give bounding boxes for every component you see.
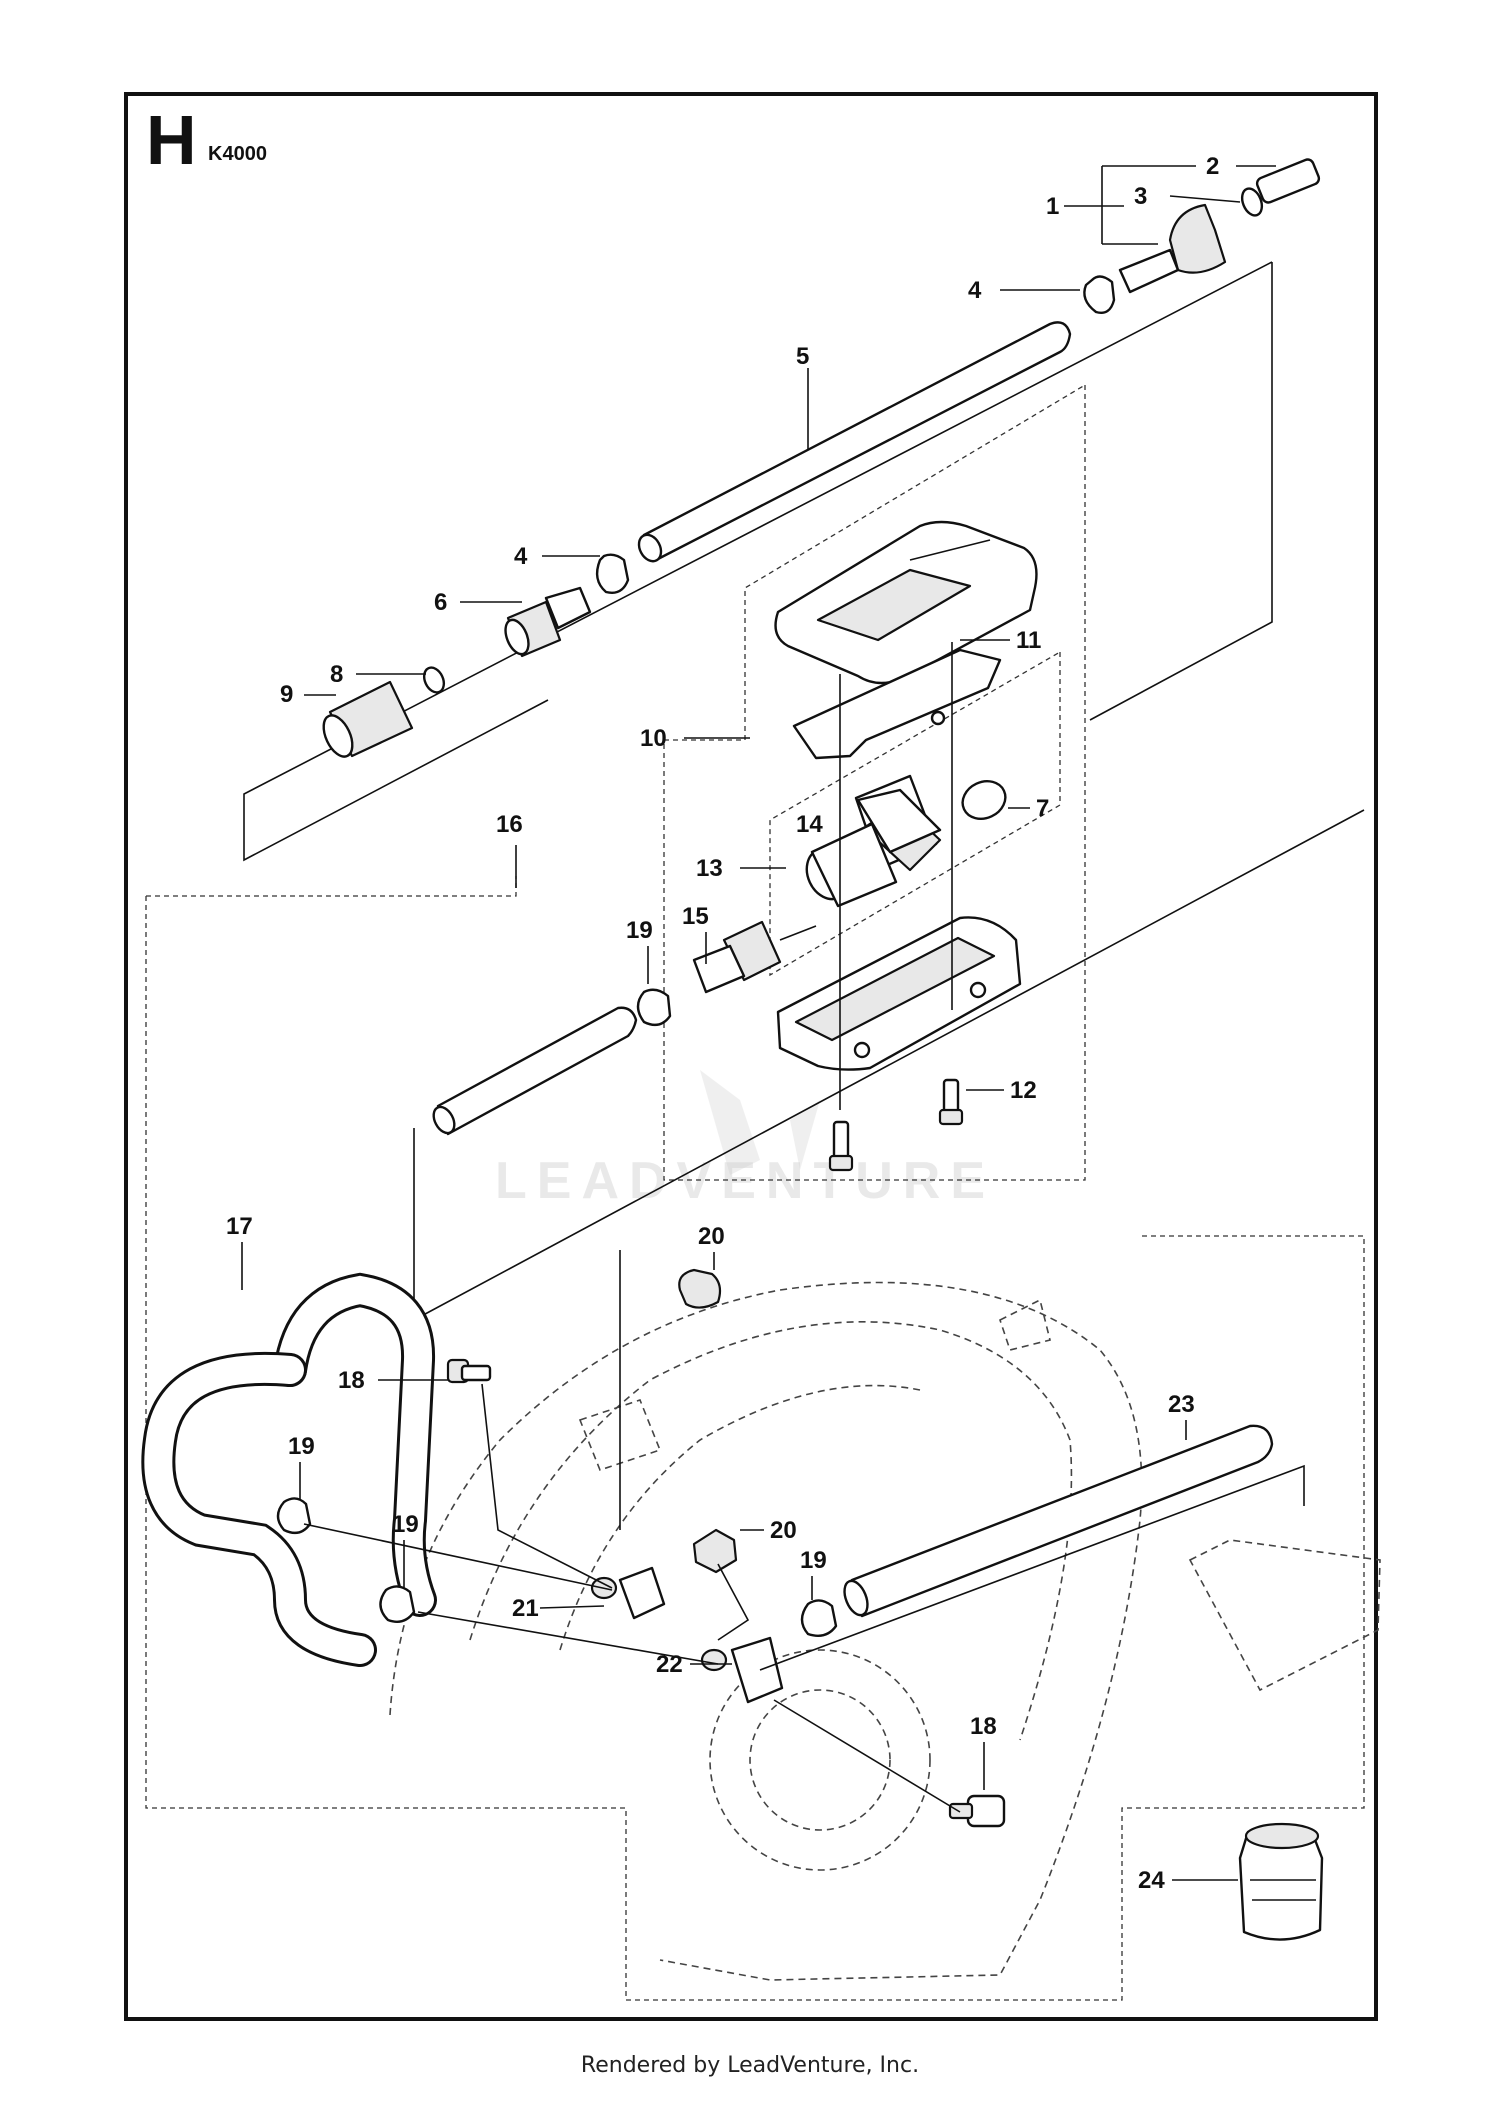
model-label: K4000 — [208, 143, 267, 165]
handle-group-outline — [663, 383, 1086, 1181]
tube-23-outline — [759, 1464, 1305, 1671]
water-valve-14 — [805, 774, 942, 908]
callout-19-c: 19 — [800, 1547, 827, 1574]
callout-20-top: 20 — [698, 1223, 725, 1250]
elbow-fitting-22 — [700, 1636, 784, 1704]
callout-1: 1 — [1046, 193, 1059, 220]
hose-group-outline-16 — [145, 876, 1365, 2001]
screw-12-b — [828, 1120, 854, 1172]
callout-5: 5 — [796, 343, 809, 370]
handle-tube-17 — [141, 1272, 437, 1667]
hose-clamp-top-4 — [1083, 275, 1116, 314]
callout-19-top: 19 — [626, 917, 653, 944]
hose-fitting-6 — [504, 586, 592, 658]
callout-13: 13 — [696, 855, 723, 882]
plug-20-top — [678, 1268, 722, 1309]
callout-12: 12 — [1010, 1077, 1037, 1104]
leader-3 — [1169, 195, 1241, 203]
hose-clamp-19-c — [800, 1599, 838, 1637]
tube-assembly-outline — [243, 261, 1273, 862]
hose-clamp-19-top — [636, 988, 672, 1027]
callout-15: 15 — [682, 903, 709, 930]
water-connector-24 — [1238, 1822, 1324, 1941]
callout-6: 6 — [434, 589, 447, 616]
callout-9: 9 — [280, 681, 293, 708]
screw-12 — [938, 1078, 964, 1126]
callout-19-a: 19 — [288, 1433, 315, 1460]
leader-21 — [539, 1605, 605, 1609]
callout-4: 4 — [968, 277, 982, 304]
lower-group-link-lines — [303, 1250, 961, 1813]
callout-1-bracket — [1064, 165, 1196, 245]
hose-clamp-19-a — [276, 1497, 312, 1535]
callout-21: 21 — [512, 1595, 539, 1622]
callout-2: 2 — [1206, 153, 1219, 180]
callout-3: 3 — [1134, 183, 1147, 210]
callout-10: 10 — [640, 725, 667, 752]
callout-16: 16 — [496, 811, 523, 838]
callout-14: 14 — [796, 811, 823, 838]
callout-11: 11 — [1016, 627, 1041, 654]
callout-4-b: 4 — [514, 543, 528, 570]
water-tube-5 — [637, 321, 1072, 563]
hose-segment-16 — [432, 1006, 638, 1136]
hose-clamp-19-b — [379, 1585, 416, 1623]
callout-20-mid: 20 — [770, 1517, 797, 1544]
handle-cover-bottom — [776, 916, 1022, 1071]
callout-19-b: 19 — [392, 1511, 419, 1538]
washer-8 — [422, 666, 446, 694]
section-letter: H — [146, 101, 197, 179]
callout-7: 7 — [1036, 795, 1049, 822]
water-connector-assembly — [1118, 158, 1321, 294]
callout-18-bottom: 18 — [970, 1713, 997, 1740]
coupling-nut-9 — [322, 680, 414, 758]
hose-clamp-left-4 — [595, 553, 630, 594]
watermark-logo-icon — [700, 1070, 820, 1175]
callout-24: 24 — [1138, 1867, 1165, 1894]
o-ring-7 — [961, 780, 1007, 820]
plug-20-mid — [692, 1528, 738, 1574]
screw-18-bottom — [948, 1794, 1006, 1828]
screw-18-top — [446, 1358, 492, 1384]
diagram-frame — [124, 92, 1378, 2021]
nipple-fitting-15 — [692, 920, 817, 994]
callout-23: 23 — [1168, 1391, 1195, 1418]
footer-credit: Rendered by LeadVenture, Inc. — [581, 2053, 919, 2078]
callout-18-top: 18 — [338, 1367, 365, 1394]
elbow-fitting-21 — [590, 1566, 666, 1620]
clip-11 — [792, 648, 1002, 760]
handle-cover-top-10 — [774, 520, 1038, 685]
callout-8: 8 — [330, 661, 343, 688]
callout-22: 22 — [656, 1651, 683, 1678]
callout-17: 17 — [226, 1213, 253, 1240]
blade-guard-ghost — [389, 1281, 1381, 1981]
watermark-text: LEADVENTURE — [495, 1152, 995, 1210]
water-tube-23 — [843, 1424, 1274, 1618]
valve-group-outline — [769, 650, 1061, 977]
